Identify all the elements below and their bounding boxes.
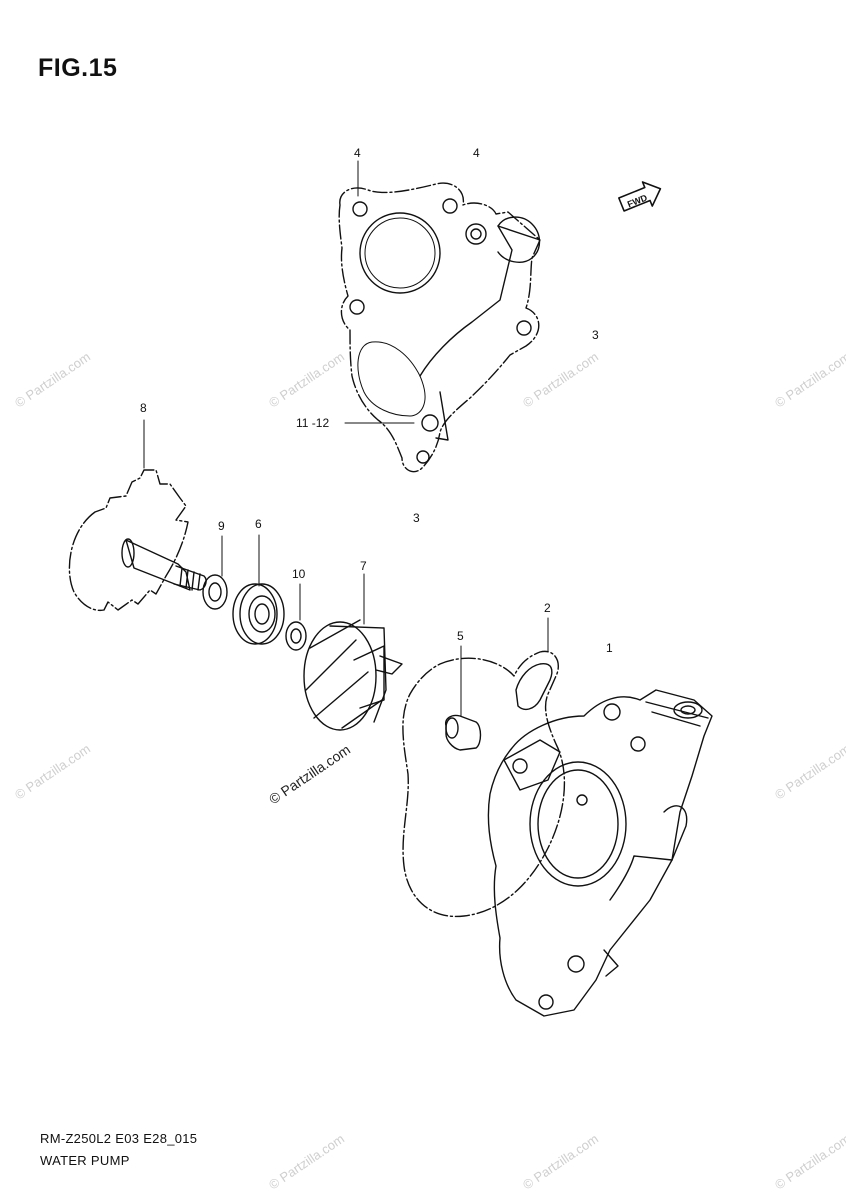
callout-9: 9 <box>218 519 225 533</box>
diagram-name: WATER PUMP <box>40 1153 130 1168</box>
callout-6: 6 <box>255 517 262 531</box>
callout-8: 8 <box>140 401 147 415</box>
callout-4-right: 4 <box>473 146 480 160</box>
callout-3-lower: 3 <box>413 511 420 525</box>
o-ring-gasket <box>402 650 566 918</box>
dowel-pin <box>445 714 482 751</box>
leader-lines <box>143 160 549 717</box>
callout-7: 7 <box>360 559 367 573</box>
callout-10: 10 <box>292 567 306 581</box>
callout-11-12: 11 -12 <box>296 416 330 430</box>
oil-seal <box>285 621 307 651</box>
bearing <box>232 583 285 645</box>
figure-title: FIG.15 <box>38 54 118 82</box>
callout-3-upper: 3 <box>592 328 599 342</box>
callout-1: 1 <box>606 641 613 655</box>
pump-case <box>487 689 713 1017</box>
callout-4-left: 4 <box>354 146 361 160</box>
diagram-code: RM-Z250L2 E03 E28_015 <box>40 1131 198 1146</box>
callout-2: 2 <box>544 601 551 615</box>
callout-5: 5 <box>457 629 464 643</box>
forward-arrow <box>618 181 662 212</box>
washer <box>202 574 228 610</box>
pump-cover <box>338 182 541 473</box>
impeller-shaft-gear <box>68 469 207 612</box>
impeller <box>303 619 403 731</box>
